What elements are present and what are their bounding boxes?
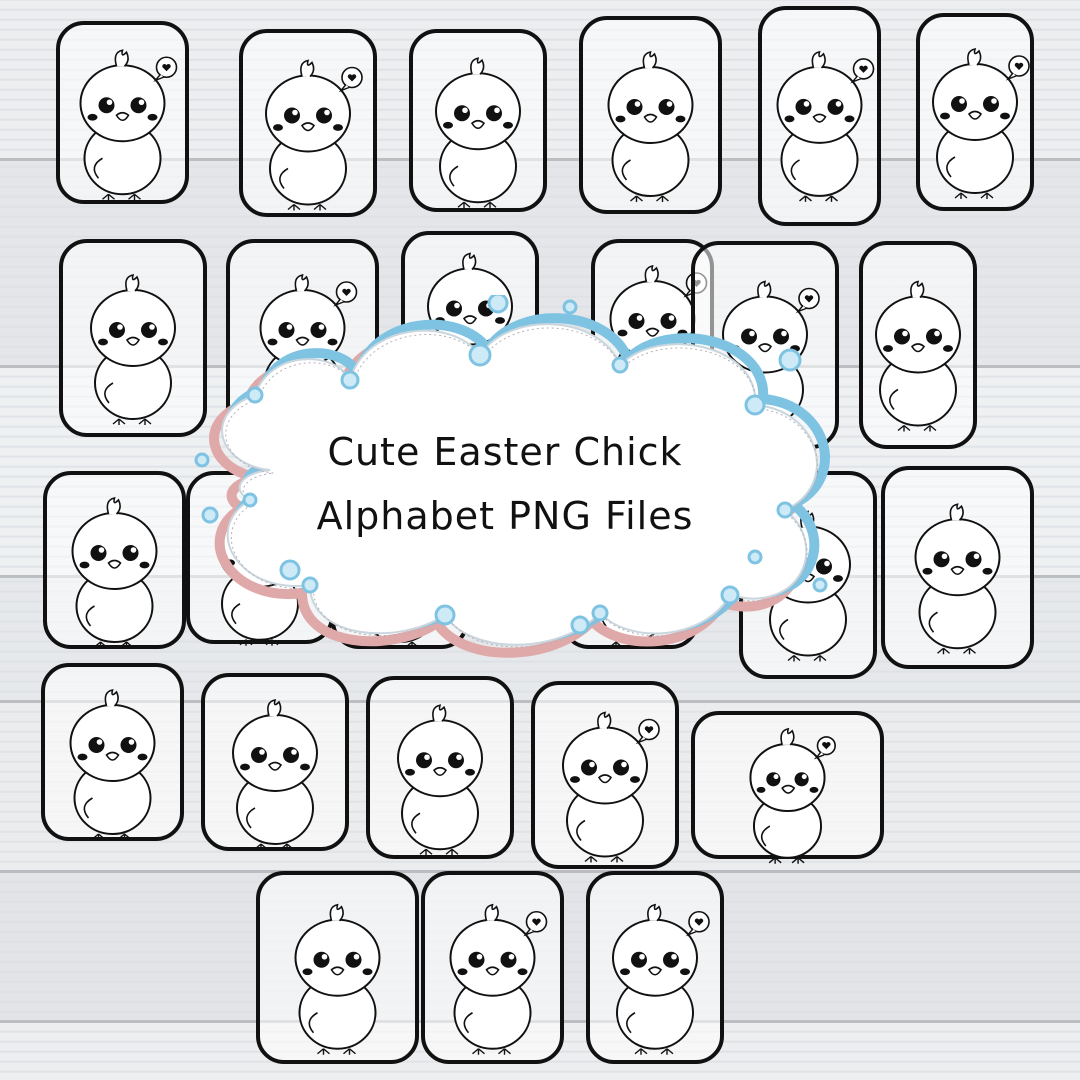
letter-m: m [43,471,186,649]
cloud-bubble-dot [720,585,740,605]
cloud-bubble-dot [776,501,794,519]
chick-icon [449,903,548,1055]
chick-icon [776,50,875,202]
chick-icon [71,496,158,648]
cloud-bubble-dot [487,295,509,314]
cloud-bubble-dot [242,492,258,508]
cloud-bubble-dot [301,576,319,594]
cloud-bubble-dot [201,506,219,524]
heart-speech-bubble-icon [850,58,875,84]
cloud-bubble-dot [434,604,456,626]
chick-icon [294,903,381,1055]
cloud-bubble-dot [591,604,609,622]
title-line-2: Alphabet PNG Files [316,494,694,538]
letter-a: a [56,21,189,204]
cloud-bubble-dot [812,577,828,593]
cloud-bubble-dot [246,386,264,404]
chick-icon [397,704,483,856]
chick-icon [435,57,521,209]
letter-e: e [758,6,881,226]
letter-l: l [859,241,977,449]
chick-icon [562,711,660,863]
letter-c: c [409,29,547,212]
cloud-bubble-dot [778,348,802,372]
letter-r: r [881,466,1034,669]
heart-speech-bubble-icon [523,910,548,937]
cloud-bubble-dot [744,394,766,416]
chick-icon [749,727,836,864]
cloud-bubble-dot [570,615,590,635]
cloud-bubble-dot [611,356,629,374]
letter-f: f [916,13,1034,211]
heart-speech-bubble-icon [685,910,710,937]
letter-s: s [41,663,184,841]
letter-y: y [421,871,564,1064]
heart-speech-bubble-icon [635,718,660,745]
heart-speech-bubble-icon [338,66,363,93]
chick-icon [612,903,710,1055]
heart-speech-bubble-icon [813,736,836,760]
letter-z: z [586,871,724,1064]
heart-speech-bubble-icon [153,56,178,82]
cloud-bubble-dot [468,343,492,367]
cloud-bubble-dot [747,549,763,565]
chick-icon [265,59,363,211]
letter-b: b [239,29,377,217]
chick-icon [932,47,1030,199]
title-line-1: Cute Easter Chick [327,430,683,474]
title-cloud-frame [194,295,830,658]
heart-speech-bubble-icon [333,281,358,307]
letter-x: x [256,871,419,1064]
letter-g: g [59,239,207,437]
letter-t: t [201,673,349,851]
letter-w: w [691,711,884,864]
chick-icon [607,50,694,202]
letter-d: d [579,16,722,214]
chick-icon [79,49,178,201]
chick-icon [875,280,961,432]
cloud-bubble-dot [340,370,360,390]
title-text: Cute Easter Chick Alphabet PNG Files [250,420,760,548]
letter-v: v [531,681,679,869]
letter-u: u [366,676,514,859]
cloud-bubble-dot [194,452,210,468]
cloud-bubble-dot [562,299,578,315]
chick-icon [914,503,1001,655]
heart-speech-bubble-icon [795,287,820,314]
heart-speech-bubble-icon [1005,55,1030,81]
chick-icon [90,273,176,425]
cloud-bubble-dot [279,559,301,581]
chick-icon [232,698,318,850]
chick-icon [69,688,156,840]
